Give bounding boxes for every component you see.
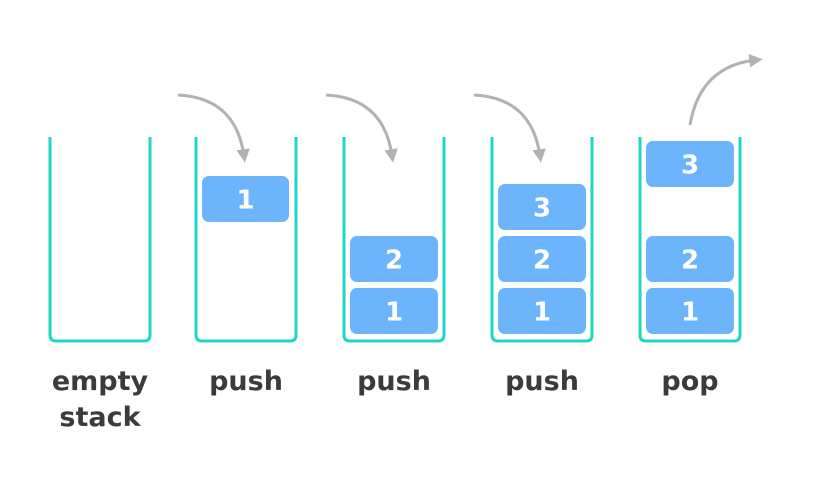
block-value: 1 — [385, 298, 403, 328]
block-value: 3 — [533, 194, 551, 224]
stack-container — [194, 137, 298, 343]
stack-block: 2 — [498, 236, 586, 282]
stack-block: 1 — [646, 288, 734, 334]
stack-label-line: stack — [59, 402, 141, 433]
block-value: 2 — [533, 246, 551, 276]
stack-push-2: 2 1 push — [325, 93, 446, 397]
stack-pop: 3 2 1 pop — [638, 54, 763, 397]
pop-arrow — [688, 54, 763, 126]
stack-block: 2 — [646, 236, 734, 282]
block-value: 1 — [533, 298, 551, 328]
stack-block: 1 — [498, 288, 586, 334]
stack-block: 1 — [202, 176, 289, 222]
stack-block: 3 — [498, 184, 586, 230]
stack-label-line: push — [209, 366, 283, 397]
stack-label-line: push — [505, 366, 579, 397]
stack-container — [638, 137, 742, 343]
block-value: 2 — [681, 246, 699, 276]
stack-label-line: empty — [52, 366, 149, 397]
block-value: 1 — [681, 298, 699, 328]
push-arrow — [473, 93, 546, 163]
stack-empty: empty stack — [48, 137, 152, 433]
stack-container — [490, 137, 594, 343]
stack-label-line: push — [357, 366, 431, 397]
stack-push-3: 3 2 1 push — [473, 93, 594, 397]
stack-block: 2 — [350, 236, 438, 282]
stack-container — [48, 137, 152, 343]
stack-block-popped: 3 — [646, 141, 734, 187]
block-value: 1 — [236, 186, 254, 216]
block-value: 2 — [385, 246, 403, 276]
stack-container — [342, 137, 446, 343]
stack-block: 1 — [350, 288, 438, 334]
push-arrow — [325, 93, 398, 163]
push-arrow — [177, 93, 250, 163]
block-value: 3 — [681, 151, 699, 181]
stack-push-1: 1 push — [177, 93, 298, 397]
stack-label-line: pop — [661, 366, 718, 397]
